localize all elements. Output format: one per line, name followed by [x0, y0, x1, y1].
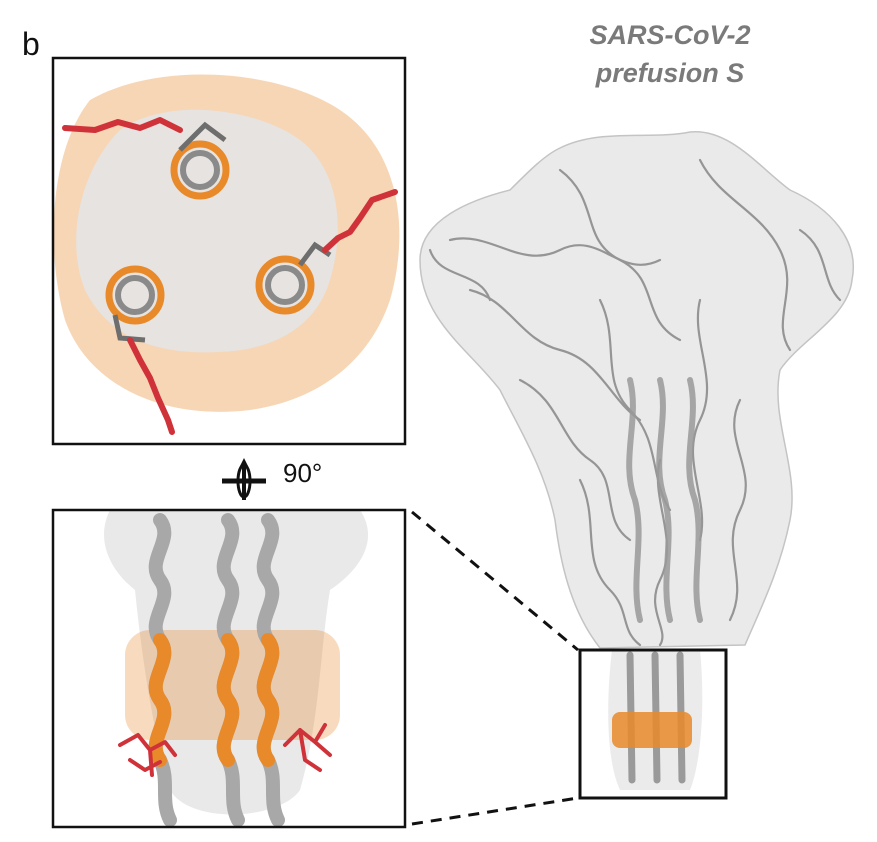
- zoom-box: [578, 648, 728, 800]
- panel-letter: b: [22, 26, 40, 62]
- spike-ribbon: [654, 458, 669, 647]
- rotation-label: 90°: [283, 458, 323, 488]
- figure-title: SARS-CoV-2 prefusion S: [520, 16, 820, 92]
- helix-top: [170, 121, 230, 200]
- spike-helix: [656, 377, 673, 623]
- spike-helix: [686, 377, 703, 623]
- spike-ribbon: [448, 237, 662, 266]
- side-view-panel: [104, 510, 369, 827]
- spike-ribbon: [728, 398, 747, 622]
- title-line-1: SARS-CoV-2: [589, 20, 751, 50]
- glycan-left: [127, 337, 175, 435]
- title-line-2: prefusion S: [595, 58, 745, 88]
- spike-helix: [626, 377, 643, 623]
- glycan-top: [62, 117, 183, 133]
- stem-orange-band: [612, 712, 692, 748]
- spike-protein-structure: [419, 131, 854, 790]
- zoom-connector-top: [411, 510, 579, 652]
- spike-surface: [419, 131, 854, 649]
- glycan-side-right: [283, 723, 332, 772]
- top-view-panel: [53, 74, 400, 435]
- rotation-arrow-icon: [222, 458, 266, 500]
- spike-ribbon: [798, 228, 842, 302]
- spike-ribbon: [578, 478, 642, 647]
- top-view-frame: [51, 56, 407, 446]
- side-view-frame: [51, 508, 407, 829]
- spike-ribbon: [518, 378, 632, 542]
- spike-ribbon: [691, 298, 709, 542]
- spike-ribbon: [698, 158, 792, 352]
- side-view-orange-surface: [125, 630, 340, 740]
- helix-left: [105, 265, 165, 343]
- side-helix-orange: [256, 633, 280, 767]
- zoom-connector-bottom: [411, 796, 579, 826]
- glycan-right: [322, 189, 398, 253]
- spike-ribbon: [428, 248, 492, 302]
- side-helix-orange: [216, 633, 240, 767]
- spike-ribbon: [468, 288, 642, 422]
- side-helix-orange: [148, 633, 172, 767]
- glycan-side-left: [118, 733, 177, 777]
